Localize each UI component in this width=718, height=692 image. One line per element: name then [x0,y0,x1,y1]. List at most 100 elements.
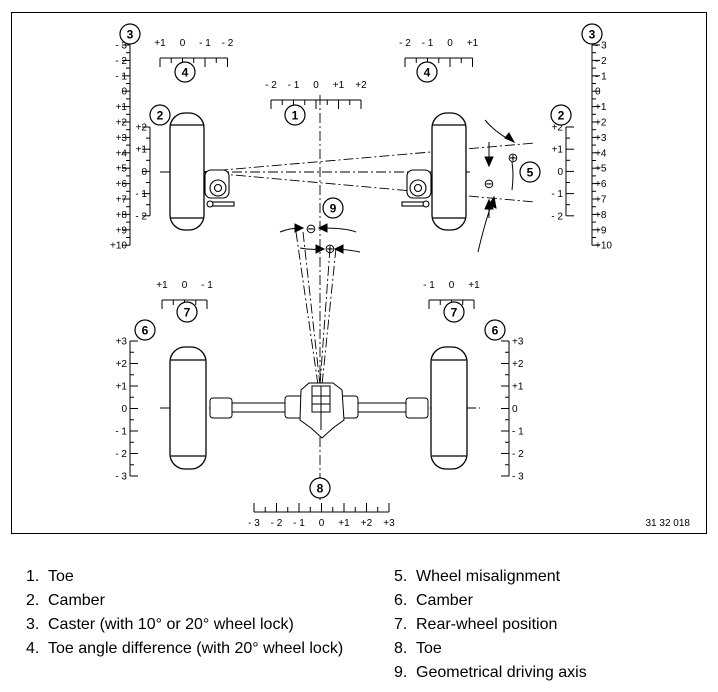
camber-front-right-scale-label: - 1 [551,189,563,200]
callout-6-circle [484,319,506,341]
legend-item-text: Toe [48,568,74,585]
front-toe-scale-label: - 2 [265,80,277,91]
legend-item-number: 2. [26,592,40,609]
toe-angle-diff-right-scale-label: - 1 [422,38,434,49]
callout-4-circle [174,61,196,83]
callout-4-circle [416,61,438,83]
camber-front-left-scale-label: - 1 [135,189,147,200]
legend-item-number: 8. [394,640,408,657]
toe-angle-diff-left-scale-label: 0 [180,38,186,49]
camber-rear-left-scale-label: +3 [116,337,128,348]
caster-right-scale-label: +3 [595,133,607,144]
caster-left-scale-label: +8 [116,210,128,221]
toe-angle-diff-left-scale-label: +1 [154,38,166,49]
camber-front-right-scale-label: 0 [557,167,563,178]
callout-2-label: 2 [558,109,565,123]
legend-item: 5. Wheel misalignment [394,565,587,589]
camber-rear-right-scale-label: +2 [512,359,524,370]
front-toe-scale-label: +1 [333,80,345,91]
callout-1-circle [284,104,306,126]
caster-right-scale-label: +6 [595,179,607,190]
camber-rear-left-scale-label: - 2 [115,449,127,460]
legend-item-number: 7. [394,616,408,633]
front-toe-scale-label: 0 [313,80,319,91]
camber-front-left-scale-label: +1 [136,145,148,156]
misalignment-line-lower [199,171,536,203]
callout-3-label: 3 [589,28,596,42]
caster-left-scale-label: +3 [116,133,128,144]
toe-angle-diff-right-scale-label: - 2 [399,38,411,49]
legend-item: 4. Toe angle difference (with 20° wheel l… [26,637,343,661]
camber-rear-right-scale-label: - 3 [512,472,524,483]
legend-item-text: Geometrical driving axis [416,664,587,681]
caster-left-scale-label: +2 [116,118,128,129]
legend-item-number: 4. [26,640,40,657]
camber-rear-left-scale-label: - 3 [115,472,127,483]
caster-left-scale-label: - 1 [115,71,127,82]
rear-toe-scale-label: 0 [319,518,325,529]
caster-right-scale-label: - 1 [595,71,607,82]
rear-wheel-pos-right-scale-label: +1 [468,280,480,291]
callout-2-label: 2 [157,109,164,123]
camber-rear-left-scale-label: +1 [116,382,128,393]
legend-item-text: Toe [416,640,442,657]
misalignment-line-upper [199,142,536,173]
rear-toe-scale-label: +3 [383,518,395,529]
sign-symbols: ⊕ ⊖ ⊖ ⊕ [306,150,519,256]
caster-right-scale-label: 0 [595,87,601,98]
legend-item: 7.Rear-wheel position [394,613,587,637]
rear-wheel-pos-right-scale-label: - 1 [423,280,435,291]
callout-5-label: 5 [527,166,534,180]
front-toe-scale-label: +2 [355,80,367,91]
caster-right-scale-label: +10 [595,241,612,252]
camber-rear-right-scale-label: - 2 [512,449,524,460]
legend-item-number: 5. [394,568,408,585]
camber-front-right-scale-label: - 2 [551,211,563,222]
callout-7-circle [176,301,198,323]
rear-axle-assembly [209,382,429,439]
caster-left-scale-label: - 2 [115,56,127,67]
camber-front-left-scale-label: +2 [136,123,148,134]
rear-wheel-pos-left-scale-label: 0 [182,280,188,291]
caster-right-scale-label: - 3 [595,41,607,52]
front-right-wheel [431,112,467,231]
camber-rear-left-scale-label: - 1 [115,427,127,438]
callout-6-label: 6 [492,324,499,338]
camber-rear-right-scale-label: +3 [512,337,524,348]
legend-item-text: Camber [416,592,473,609]
scale-group [122,44,600,513]
legend-item-text: Caster (with 10° or 20° wheel lock) [48,616,294,633]
figure-code: 31 32 018 [646,518,691,529]
callout-5-circle [519,161,541,183]
camber-front-right-scale-label: +2 [552,123,564,134]
legend-item: 6.Camber [394,589,587,613]
toe-angle-diff-right-scale-label: 0 [447,38,453,49]
rear-wheel-pos-left-scale-label: - 1 [201,280,213,291]
alignment-diagram: - 3- 2- 10+1+2+3+4+5+6+7+8+9+10- 3- 2- 1… [110,23,691,529]
legend-item-number: 1. [26,568,40,585]
toe-angle-diff-left-scale-label: - 2 [222,38,234,49]
camber-rear-left-scale-label: 0 [121,404,127,415]
caster-right-scale-label: +9 [595,225,607,236]
legend-item-text: Toe angle difference (with 20° wheel loc… [48,640,344,657]
legend-item: 8. Toe [394,637,587,661]
callout-6-label: 6 [142,324,149,338]
legend-item: 9.Geometrical driving axis [394,661,587,685]
camber-rear-right-scale-label: - 1 [512,427,524,438]
driving-axis-line-2 [319,247,331,386]
legend-item-text: Wheel misalignment [416,568,561,585]
caster-left-scale-label: +4 [116,148,128,159]
caster-left-scale-label: +10 [110,241,127,252]
misalignment-arrows [477,119,516,253]
driving-axis-plus-symbol: ⊕ [325,241,336,256]
camber-rear-right-scale-label: 0 [512,404,518,415]
callout-7-circle [443,301,465,323]
toe-angle-diff-left-scale-label: - 1 [199,38,211,49]
callout-8-circle [309,477,331,499]
rear-toe-scale-label: - 3 [248,518,260,529]
rear-left-wheel [169,346,207,470]
caster-right-scale-label: +8 [595,210,607,221]
front-misalign-plus-symbol: ⊕ [508,150,519,165]
camber-front-right-scale-label: +1 [552,145,564,156]
